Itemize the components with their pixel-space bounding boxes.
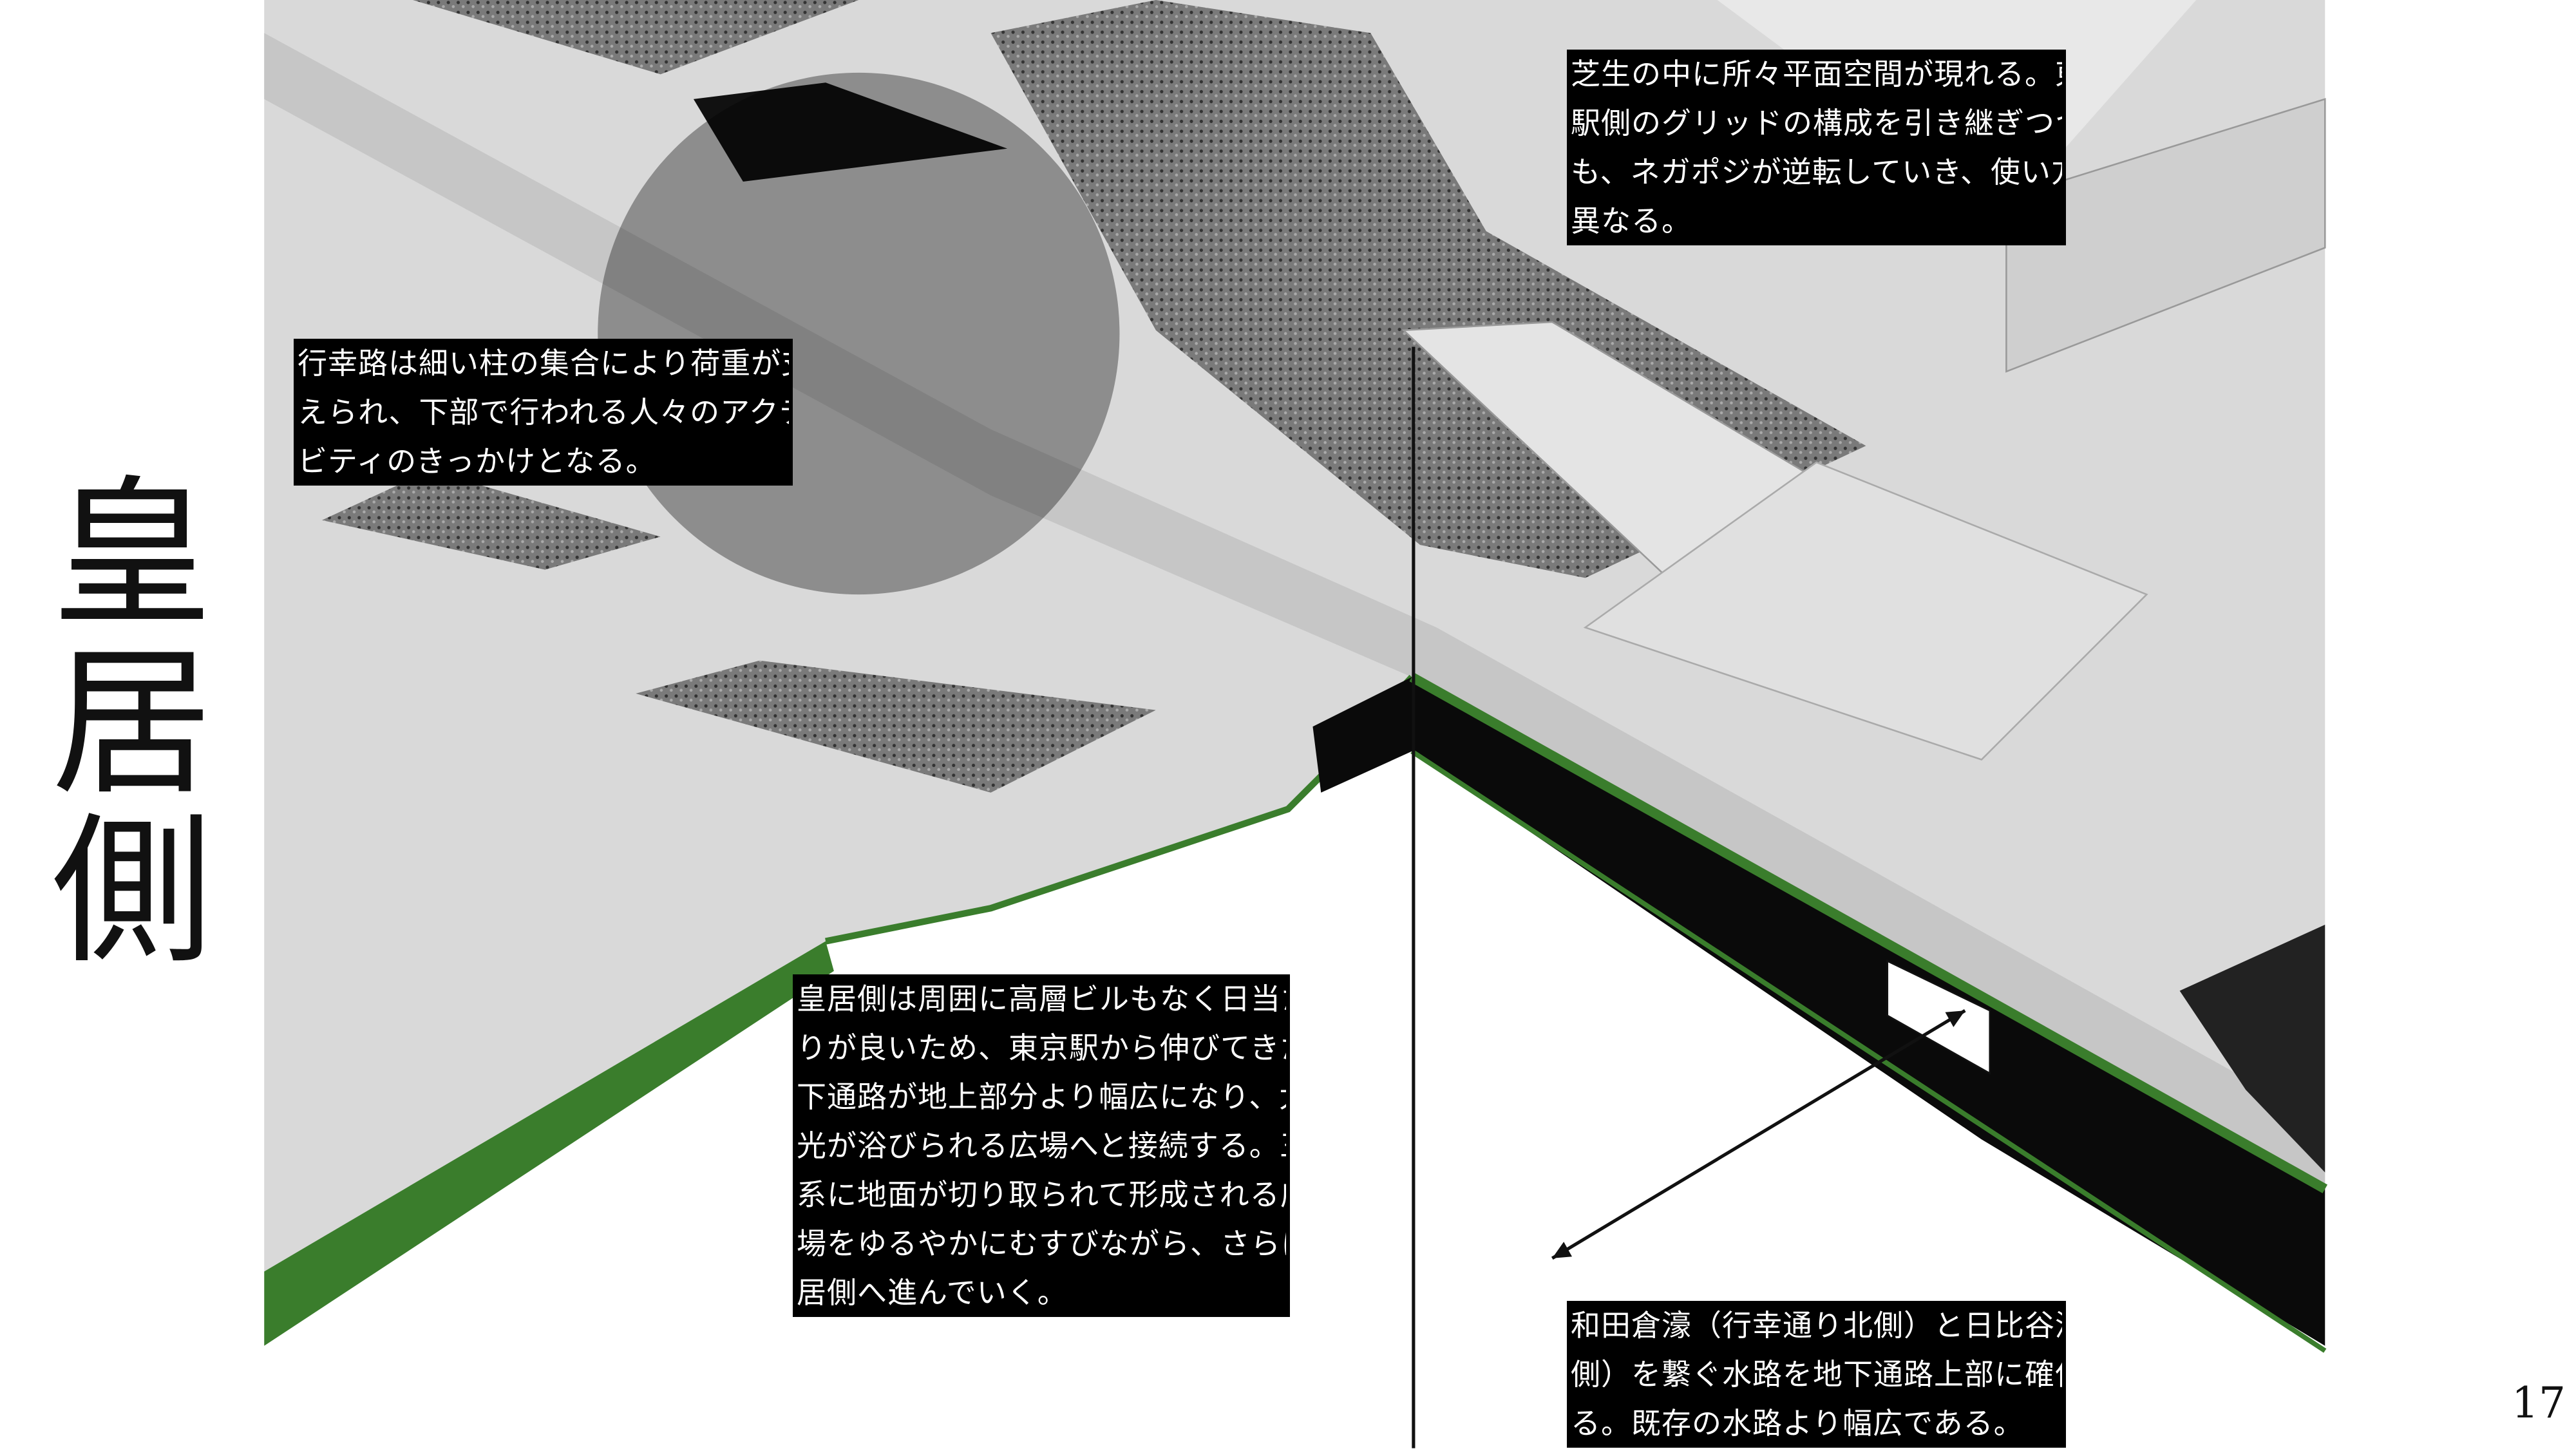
arrowhead-icon — [1552, 1242, 1573, 1258]
note-line: 芝生の中に所々平面空間が現れる。東京 — [1571, 57, 2062, 91]
note-line: 異なる。 — [1571, 204, 1692, 238]
note-line: 居側へ進んでいく。 — [797, 1275, 1068, 1310]
underground-opening — [693, 82, 1008, 182]
building-block — [1583, 461, 2148, 761]
page-number: 17 — [2512, 1378, 2566, 1428]
note-line: 場をゆるやかにむすびながら、さらに皇 — [797, 1226, 1286, 1261]
arrowhead-icon — [1945, 1010, 1965, 1027]
note-line: も、ネガポジが逆転していき、使い方も — [1571, 155, 2062, 189]
waterway-note: 和田倉濠（行幸通り北側）と日比谷濠（南 側）を繋ぐ水路を地下通路上部に確保す る… — [1567, 1301, 2066, 1448]
waterway-opening — [1886, 960, 1991, 1075]
note-line: ビティのきっかけとなる。 — [298, 444, 656, 478]
underground-passage-section — [1312, 677, 2325, 1346]
section-green-edge-right — [1409, 672, 2328, 1193]
grass-patch — [636, 660, 1156, 793]
note-line: りが良いため、東京駅から伸びてきた地 — [797, 1030, 1286, 1065]
note-line: 駅側のグリッドの構成を引き継ぎつつ — [1571, 106, 2062, 140]
section-title: 皇 居 側 — [45, 470, 219, 976]
grass-patch — [322, 470, 661, 570]
section-green-edge-bottom — [1410, 749, 2327, 1353]
lawn-note: 芝生の中に所々平面空間が現れる。東京 駅側のグリッドの構成を引き継ぎつつ も、ネ… — [1567, 50, 2066, 245]
building-block — [2005, 98, 2326, 373]
underground-opening — [2179, 924, 2325, 1173]
colonnade-focus-circle — [598, 72, 1120, 595]
title-char: 皇 — [52, 460, 213, 648]
title-char: 居 — [52, 629, 213, 817]
plaza-note: 皇居側は周囲に高層ビルもなく日当た りが良いため、東京駅から伸びてきた地 下通路… — [793, 974, 1290, 1317]
note-line: 皇居側は周囲に高層ビルもなく日当た — [797, 981, 1286, 1016]
note-line: えられ、下部で行われる人々のアクティ — [298, 395, 789, 430]
note-line: 光が浴びられる広場へと接続する。三角 — [797, 1128, 1286, 1163]
note-line: る。既存の水路より幅広である。 — [1571, 1406, 2024, 1441]
title-char: 側 — [52, 798, 213, 985]
grass-patch — [413, 0, 859, 75]
colonnade-note: 行幸路は細い柱の集合により荷重が支 えられ、下部で行われる人々のアクティ ビティ… — [294, 339, 793, 486]
note-line: 下通路が地上部分より幅広になり、太陽 — [797, 1079, 1286, 1114]
note-line: 側）を繋ぐ水路を地下通路上部に確保す — [1571, 1357, 2062, 1392]
note-line: 和田倉濠（行幸通り北側）と日比谷濠（南 — [1571, 1308, 2062, 1343]
waterway-arrow — [1551, 1009, 1966, 1260]
note-line: 行幸路は細い柱の集合により荷重が支 — [298, 346, 789, 381]
note-line: 系に地面が切り取られて形成される広 — [797, 1177, 1286, 1212]
section-green-left — [264, 941, 834, 1346]
